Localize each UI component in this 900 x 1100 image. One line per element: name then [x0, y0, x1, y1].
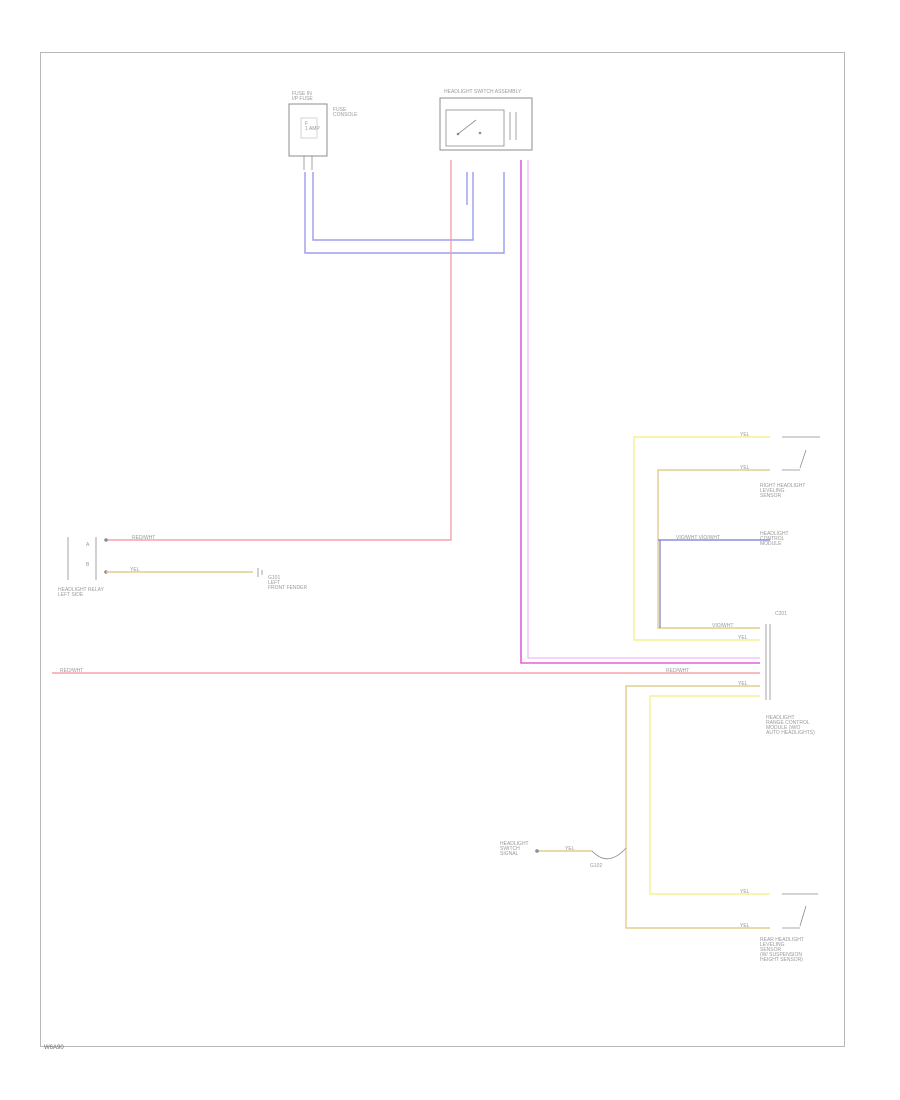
upper-right-wires	[633, 436, 770, 641]
connector-stack	[765, 624, 771, 700]
pink-wire-b	[527, 160, 760, 659]
relay-pin-b: B	[86, 562, 90, 568]
pink-wire	[520, 160, 760, 664]
blue-wires	[304, 172, 505, 254]
headlight-relay-label: HEADLIGHT RELAY LEFT SIDE	[58, 587, 104, 598]
sensor-top-label: RIGHT HEADLIGHT LEVELING SENSOR	[760, 483, 806, 499]
sensor-top-symbol	[782, 436, 820, 471]
tag-splice-tan: YEL	[565, 846, 575, 852]
tag-violet-span: VIO/WHT VIO/WHT	[676, 535, 720, 541]
tag-relay-tan: YEL	[130, 567, 140, 573]
tag-red-horizontal: RED/WHT	[60, 668, 83, 674]
tag-conn-tan: YEL	[738, 681, 748, 687]
tag-yellow-bottom: YEL	[740, 889, 750, 895]
fuse-label: F 1 AMP	[305, 121, 320, 132]
ground-left-label: G101 LEFT FRONT FENDER	[268, 575, 308, 591]
tag-tan-top: YEL	[740, 465, 750, 471]
fuse-block	[288, 103, 328, 170]
lower-right-wires	[625, 685, 770, 929]
tag-conn-red: RED/WHT	[666, 668, 689, 674]
diagram-frame	[40, 52, 845, 1047]
relay-pin-a: A	[86, 542, 90, 548]
tag-conn-violet: VIO/WHT	[712, 623, 733, 629]
page-id: W6A90	[44, 1045, 64, 1051]
sensor-bottom-label: REAR HEADLIGHT LEVELING SENSOR (W/ SUSPE…	[760, 937, 804, 963]
splice-ground	[535, 847, 627, 860]
tag-conn-yellow: YEL	[738, 635, 748, 641]
fuse-block-text: FUSE CONSOLE	[333, 107, 358, 118]
tag-tan-bottom: YEL	[740, 923, 750, 929]
module-upper-label: HEADLIGHT CONTROL MODULE	[760, 531, 789, 547]
fuse-block-label: FUSE IN I/P FUSE	[292, 91, 313, 102]
ground-left-symbol	[257, 568, 263, 577]
connector-block-label: C201	[775, 611, 787, 617]
red-wire-relay	[106, 160, 452, 541]
splice-label: HEADLIGHT SWITCH SIGNAL	[500, 841, 529, 857]
sensor-bottom-symbol	[782, 893, 818, 929]
headlight-switch-label: HEADLIGHT SWITCH ASSEMBLY	[444, 89, 522, 95]
wire-tags: RED/WHT RED/WHT YEL YEL VIO/WHT VIO/WHT …	[60, 432, 750, 929]
ground-lower-label: G102	[590, 863, 603, 869]
module-main-label: HEADLIGHT RANGE CONTROL MODULE (W/O AUTO…	[766, 715, 815, 736]
tag-yellow-top: YEL	[740, 432, 750, 438]
tag-relay-red: RED/WHT	[132, 535, 155, 541]
headlight-switch	[439, 97, 533, 151]
